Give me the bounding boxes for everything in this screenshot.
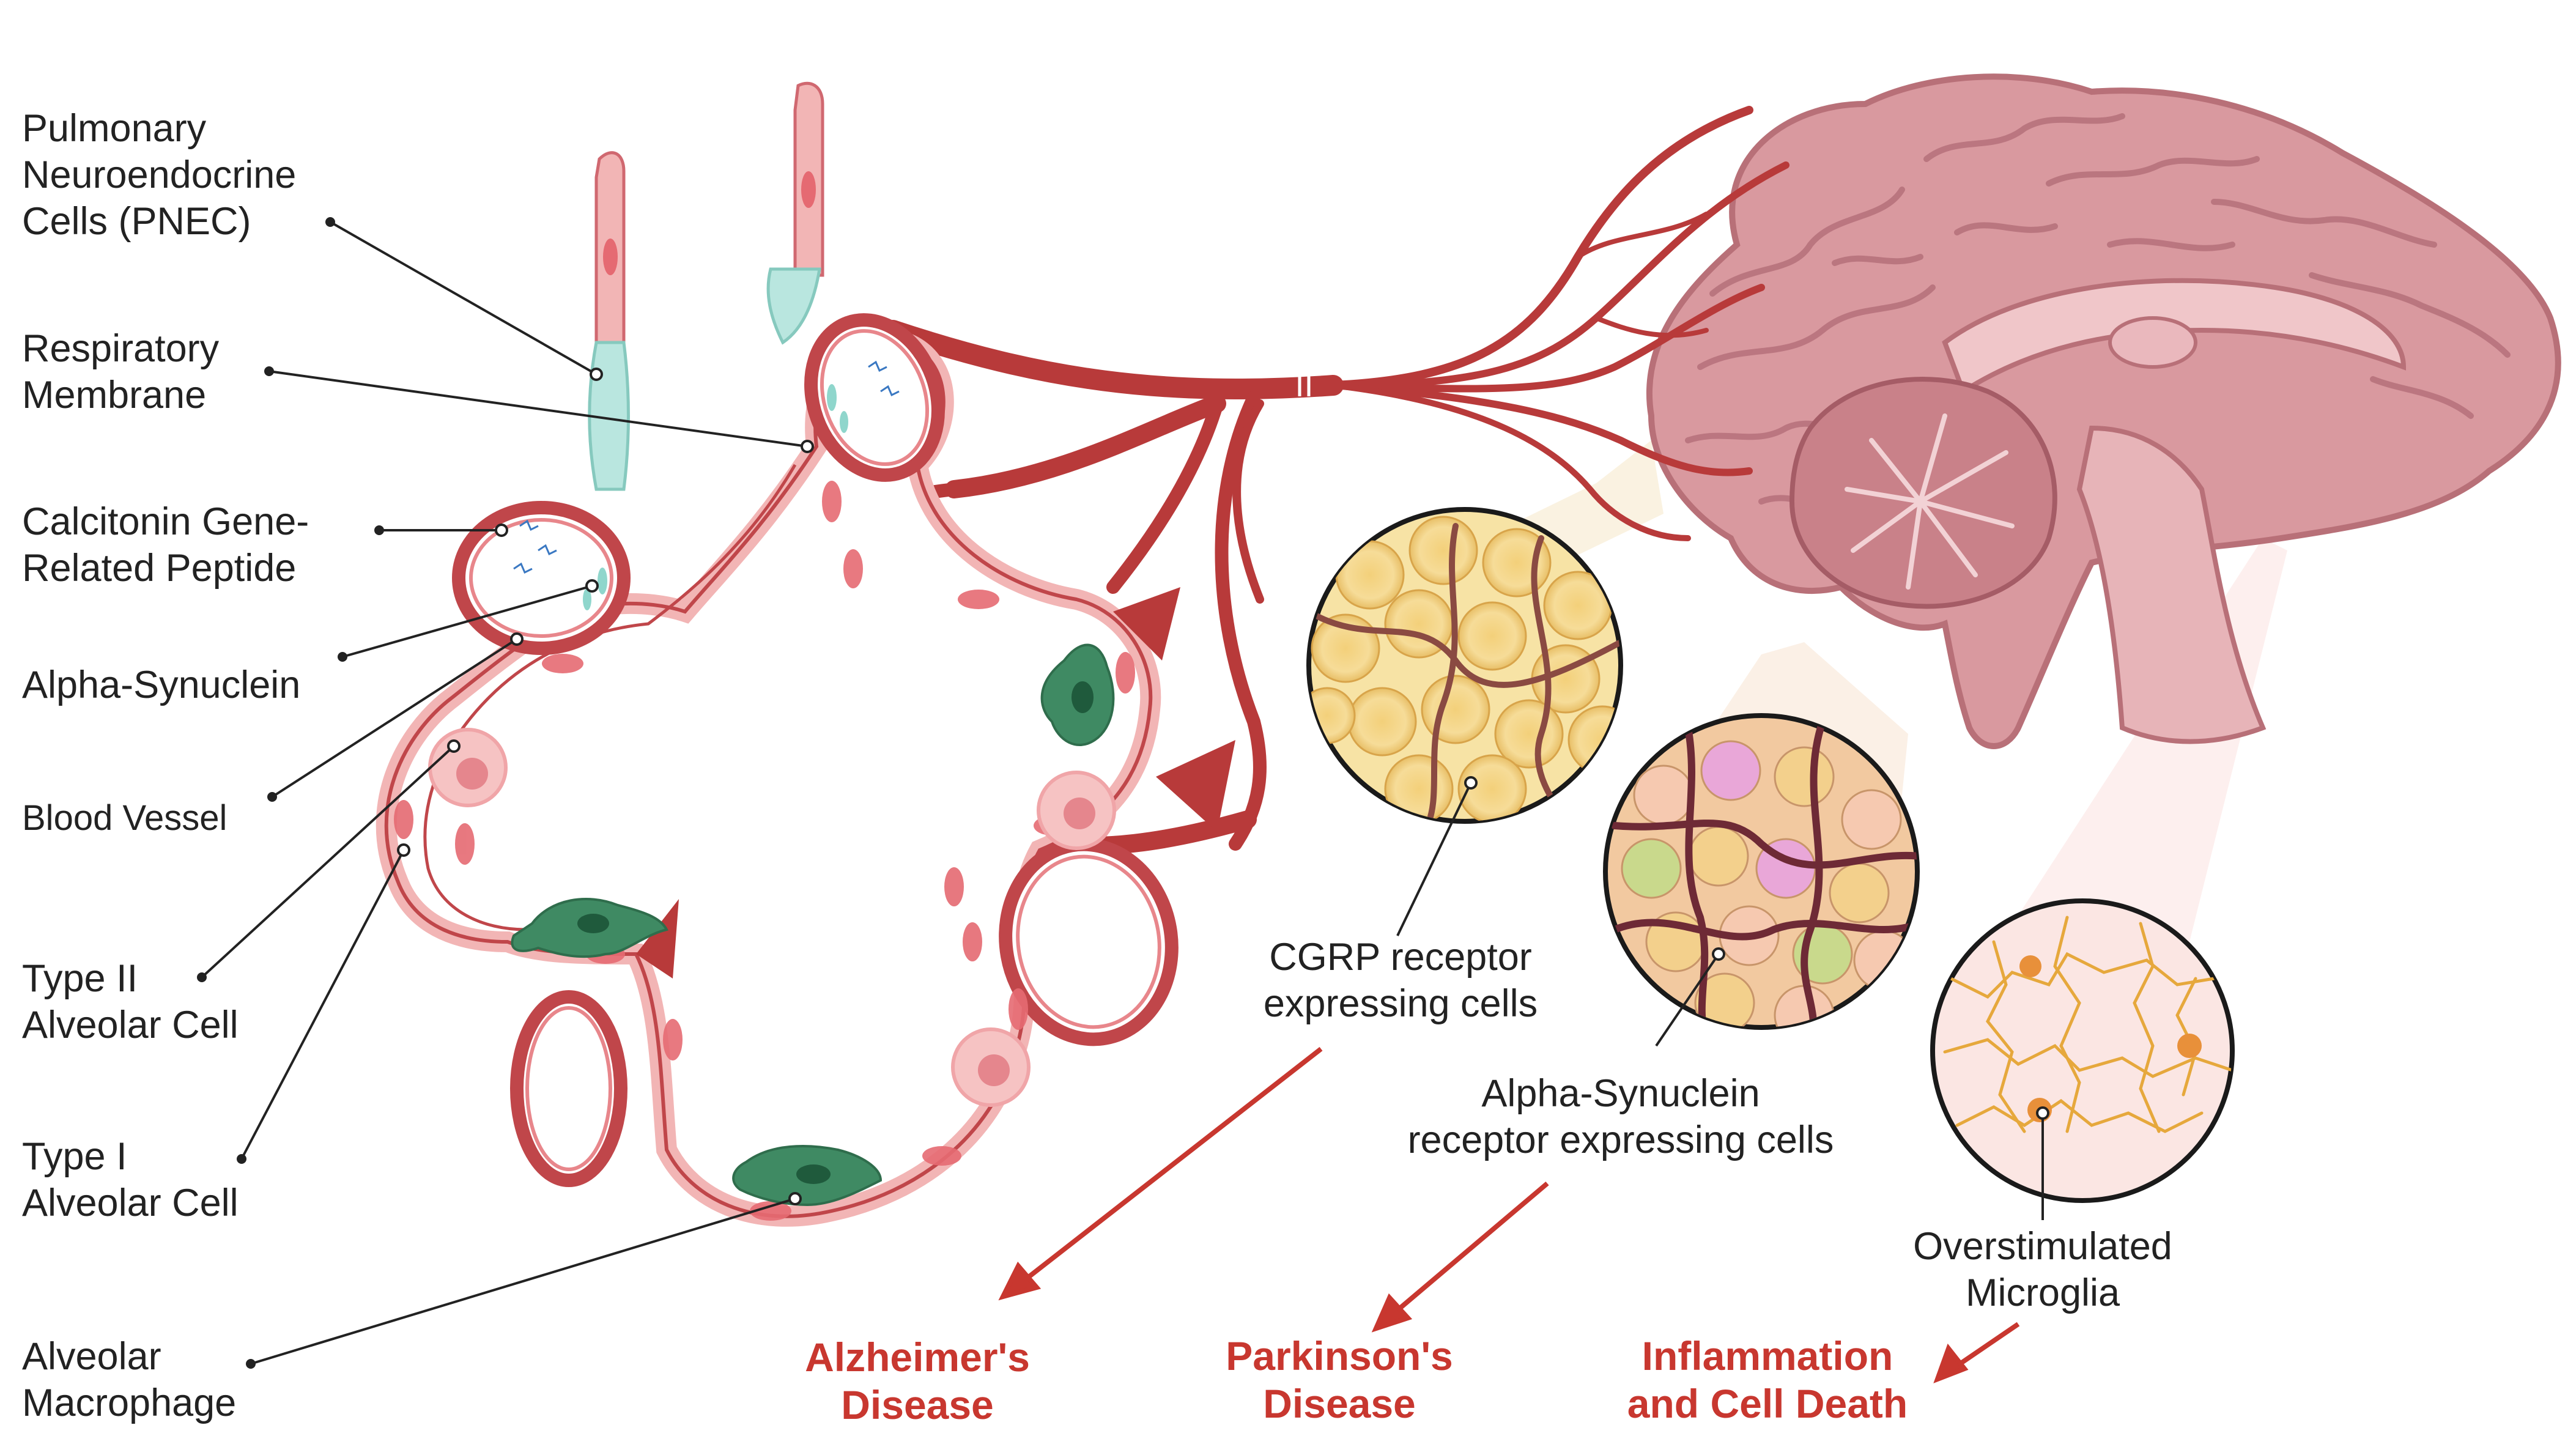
label-type-i-line2: Alveolar Cell (22, 1182, 239, 1224)
label-microglia-line1: Overstimulated (1913, 1225, 2172, 1268)
label-alpha-synuclein-receptor-cells: Alpha-Synuclein receptor expressing cell… (1352, 1070, 1890, 1163)
label-cgrp-receptor-cells: CGRP receptor expressing cells (1229, 934, 1572, 1027)
label-asyn-receptor-line1: Alpha-Synuclein (1481, 1072, 1760, 1115)
pnec-cells (588, 81, 824, 491)
label-respiratory-membrane-line1: Respiratory (22, 327, 220, 370)
label-alpha-synuclein: Alpha-Synuclein (22, 662, 300, 708)
alveolus-structure (376, 81, 1235, 1227)
label-overstimulated-microglia: Overstimulated Microglia (1859, 1223, 2226, 1316)
label-type-ii-alveolar-cell: Type II Alveolar Cell (22, 955, 239, 1048)
outcome-inflammation-line1: Inflammation (1641, 1333, 1893, 1379)
label-macrophage-line2: Macrophage (22, 1382, 237, 1424)
cgrp-receptor-cells-circle (1306, 507, 1623, 824)
label-pnec-line1: Pulmonary (22, 107, 207, 150)
label-type-i-line1: Type I (22, 1135, 127, 1178)
label-pnec-line2: Neuroendocrine (22, 154, 297, 196)
label-alpha-synuclein-line1: Alpha-Synuclein (22, 664, 301, 706)
label-type-i-alveolar-cell: Type I Alveolar Cell (22, 1133, 239, 1226)
outcome-parkinsons-line2: Disease (1263, 1381, 1416, 1426)
outcome-alzheimers-disease: Alzheimer's Disease (758, 1333, 1076, 1429)
label-respiratory-membrane: Respiratory Membrane (22, 325, 219, 418)
leader-lines (201, 221, 2044, 1365)
label-cgrp-line1: Calcitonin Gene- (22, 500, 309, 543)
label-pnec-line3: Cells (PNEC) (22, 200, 251, 243)
label-type-ii-line1: Type II (22, 957, 138, 1000)
outcome-parkinsons-line1: Parkinson's (1226, 1333, 1453, 1379)
label-cgrp-receptor-line1: CGRP receptor (1269, 936, 1532, 979)
label-respiratory-membrane-line2: Membrane (22, 374, 207, 416)
outcome-arrows (998, 1046, 2020, 1383)
outcome-alzheimers-line1: Alzheimer's (805, 1334, 1030, 1380)
outcome-inflammation-cell-death: Inflammation and Cell Death (1578, 1332, 1957, 1427)
outcome-alzheimers-line2: Disease (841, 1382, 994, 1427)
leader-dots (197, 217, 384, 1369)
label-macrophage-line1: Alveolar (22, 1335, 161, 1378)
label-type-ii-line2: Alveolar Cell (22, 1004, 239, 1046)
outcome-parkinsons-disease: Parkinson's Disease (1180, 1332, 1498, 1427)
outcome-inflammation-line2: and Cell Death (1627, 1381, 1908, 1426)
label-cgrp-receptor-line2: expressing cells (1263, 982, 1538, 1025)
label-pnec: Pulmonary Neuroendocrine Cells (PNEC) (22, 105, 296, 245)
label-alveolar-macrophage: Alveolar Macrophage (22, 1333, 236, 1426)
microglia-circle (1930, 898, 2235, 1203)
brain (1646, 73, 2561, 749)
label-microglia-line2: Microglia (1965, 1271, 2120, 1314)
label-blood-vessel: Blood Vessel (22, 795, 227, 842)
label-cgrp-line2: Related Peptide (22, 547, 297, 590)
label-cgrp: Calcitonin Gene- Related Peptide (22, 498, 309, 591)
label-asyn-receptor-line2: receptor expressing cells (1407, 1119, 1834, 1161)
vessel-break-mark (1298, 376, 1311, 396)
label-blood-vessel-line1: Blood Vessel (22, 798, 228, 838)
alpha-synuclein-receptor-cells-circle (1603, 713, 1920, 1030)
